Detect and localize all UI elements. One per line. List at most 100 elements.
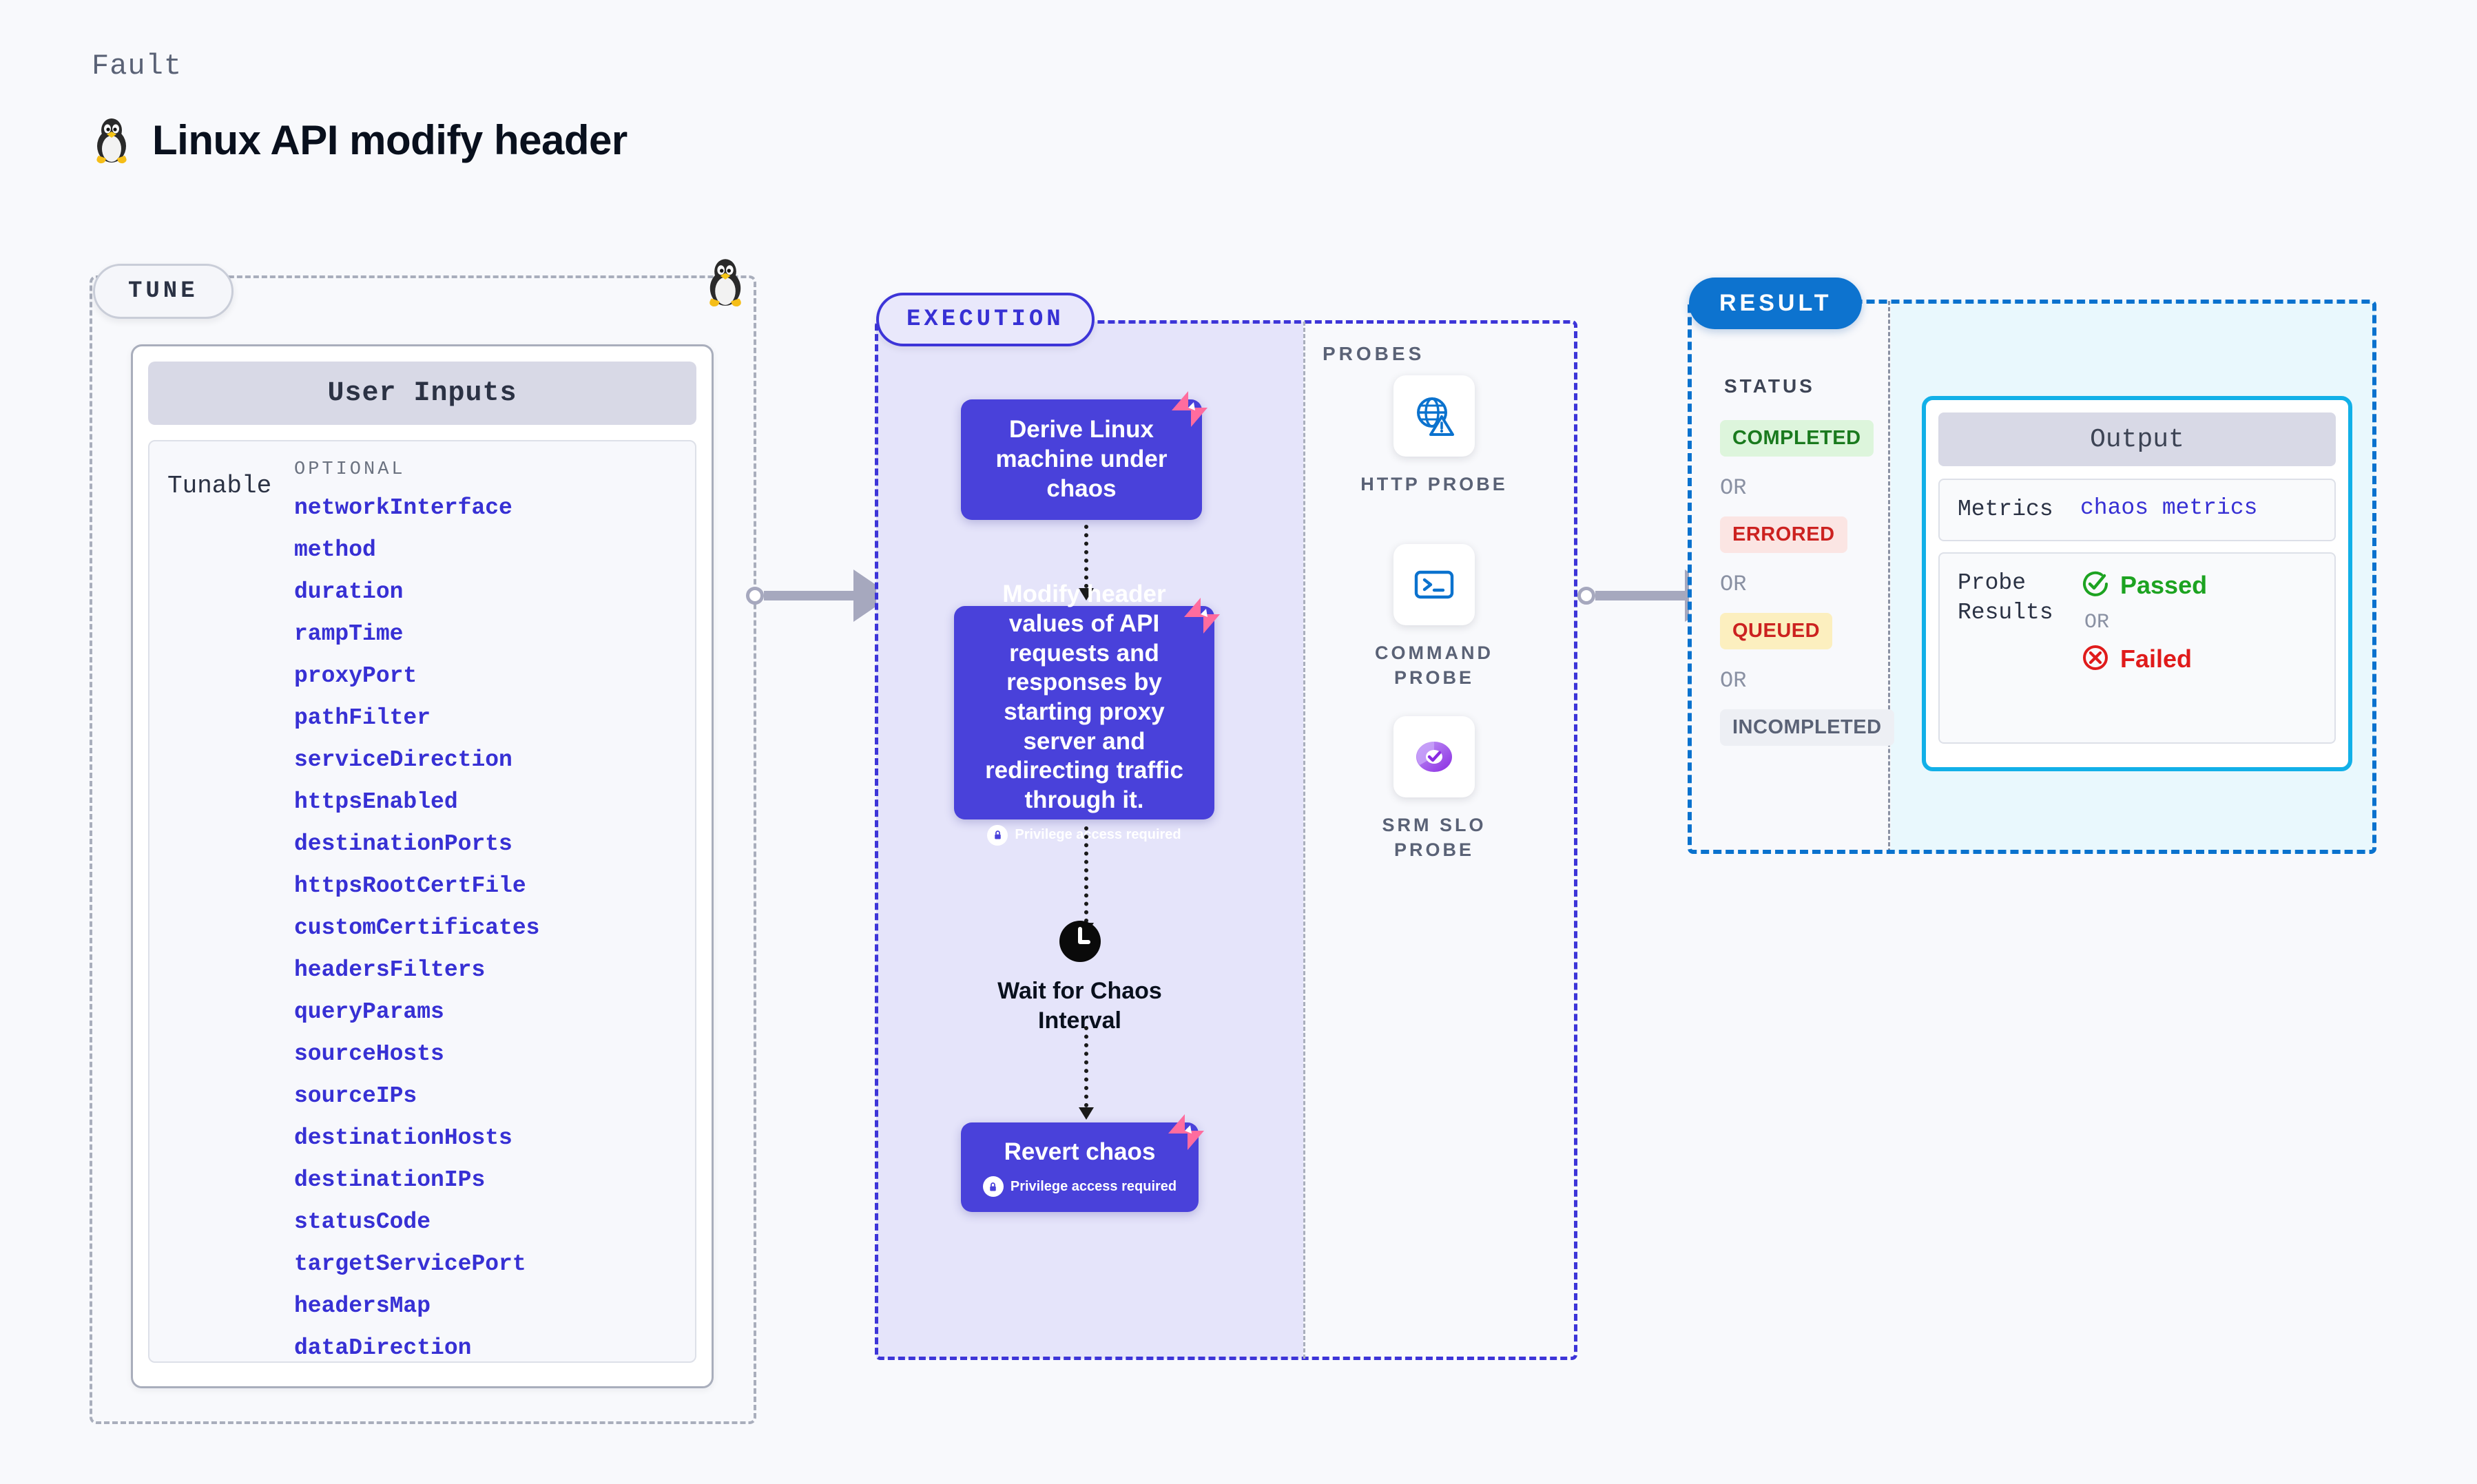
status-badge-errored: ERRORED <box>1720 516 1847 553</box>
flow-arrow-head <box>1079 1107 1094 1120</box>
tunable-item[interactable]: headersFilters <box>294 957 486 983</box>
status-badge-completed: COMPLETED <box>1720 420 1874 457</box>
or-separator: OR <box>1720 572 1747 597</box>
tunable-item[interactable]: dataDirection <box>294 1335 472 1361</box>
tunable-item[interactable]: customCertificates <box>294 915 540 941</box>
terminal-icon <box>1393 544 1475 625</box>
slo-donut-check-icon <box>1393 716 1475 797</box>
optional-label: OPTIONAL <box>294 459 406 480</box>
tunable-item[interactable]: rampTime <box>294 621 404 647</box>
execution-node-modify-header[interactable]: Modify header values of API requests and… <box>954 581 1220 846</box>
tunable-section: Tunable OPTIONAL networkInterface method… <box>148 440 696 1363</box>
result-region <box>1688 300 2376 854</box>
status-badge-incompleted: INCOMPLETED <box>1720 709 1894 746</box>
probe-label: HTTP PROBE <box>1360 474 1508 494</box>
globe-warning-icon <box>1393 375 1475 457</box>
tunable-item[interactable]: httpsRootCertFile <box>294 873 526 899</box>
tunable-item[interactable]: serviceDirection <box>294 747 512 773</box>
privilege-notice-label: Privilege access required <box>1010 1178 1177 1194</box>
page-title: Linux API modify header <box>152 116 628 163</box>
or-separator: OR <box>1720 475 1747 501</box>
probe-result-failed: Failed <box>2080 642 2207 676</box>
tunable-item[interactable]: sourceIPs <box>294 1083 417 1109</box>
result-badge[interactable]: RESULT <box>1689 278 1863 329</box>
output-probe-results-key: Probe Results <box>1958 569 2053 625</box>
tunable-item[interactable]: sourceHosts <box>294 1041 444 1067</box>
execution-node-label: Derive Linux machine under chaos <box>995 416 1168 502</box>
tunable-item[interactable]: duration <box>294 579 404 605</box>
output-probe-results-row: Probe Results Passed OR <box>1938 552 2336 744</box>
flow-arrow-line <box>1084 525 1088 588</box>
probe-result-passed: Passed <box>2080 569 2207 603</box>
tunable-item[interactable]: destinationHosts <box>294 1125 512 1151</box>
clock-icon <box>964 919 1195 967</box>
output-title: Output <box>1938 412 2336 466</box>
wait-for-chaos-interval-step: Wait for Chaos Interval <box>964 919 1195 1035</box>
tunable-item[interactable]: destinationIPs <box>294 1167 486 1193</box>
tunable-item[interactable]: proxyPort <box>294 663 417 689</box>
output-metrics-key: Metrics <box>1958 497 2053 522</box>
execution-node-label: Revert chaos <box>1004 1138 1156 1165</box>
privilege-notice: Privilege access required <box>982 1176 1177 1198</box>
page-kicker: Fault <box>92 50 183 83</box>
tunable-item[interactable]: method <box>294 537 376 563</box>
tunable-item[interactable]: httpsEnabled <box>294 789 458 815</box>
execution-node-revert-chaos[interactable]: Revert chaos Privilege access required <box>961 1114 1204 1212</box>
tunable-item[interactable]: statusCode <box>294 1209 431 1235</box>
execution-region <box>875 320 1577 1360</box>
lock-icon <box>987 824 1008 846</box>
execution-badge[interactable]: EXECUTION <box>876 293 1095 346</box>
probes-title: PROBES <box>1323 343 1425 364</box>
tunable-label: Tunable <box>167 472 272 500</box>
or-separator: OR <box>1720 668 1747 693</box>
x-circle-icon <box>2080 642 2111 676</box>
probe-label: COMMAND PROBE <box>1375 642 1493 689</box>
lock-icon <box>982 1176 1004 1198</box>
chaos-ribbon-icon <box>1180 594 1225 639</box>
probe-results-values: Passed OR Failed <box>2080 569 2207 679</box>
connector-line <box>1595 591 1685 600</box>
tune-region <box>90 275 756 1424</box>
probe-label: SRM SLO PROBE <box>1382 815 1486 861</box>
probe-http[interactable]: HTTP PROBE <box>1355 375 1513 497</box>
tunable-list: OPTIONAL networkInterface method duratio… <box>294 459 695 1361</box>
chaos-ribbon-icon <box>1168 387 1213 432</box>
flow-arrow-head <box>1079 588 1094 600</box>
user-inputs-title: User Inputs <box>148 362 696 425</box>
execution-node-derive[interactable]: Derive Linux machine under chaos <box>961 391 1208 520</box>
probe-srm-slo[interactable]: SRM SLO PROBE <box>1355 716 1513 863</box>
tunable-item[interactable]: destinationPorts <box>294 831 512 857</box>
connector-line <box>764 591 853 600</box>
privilege-notice: Privilege access required <box>987 824 1181 846</box>
probe-result-failed-label: Failed <box>2120 645 2193 673</box>
linux-penguin-icon <box>92 116 132 164</box>
tune-badge[interactable]: TUNE <box>93 264 234 319</box>
status-badge-queued: QUEUED <box>1720 613 1833 649</box>
probe-result-passed-label: Passed <box>2120 571 2208 600</box>
user-inputs-card: User Inputs Tunable OPTIONAL networkInte… <box>131 344 714 1388</box>
output-card: Output Metrics chaos metrics Probe Resul… <box>1922 396 2352 771</box>
wait-step-label: Wait for Chaos Interval <box>997 978 1162 1034</box>
check-circle-icon <box>2080 569 2111 603</box>
output-metrics-value[interactable]: chaos metrics <box>2080 495 2258 521</box>
probes-divider <box>1303 322 1305 1359</box>
flow-arrow <box>1079 525 1094 600</box>
probe-command[interactable]: COMMAND PROBE <box>1355 544 1513 691</box>
tunable-item[interactable]: queryParams <box>294 999 444 1025</box>
flow-arrow <box>1079 1026 1094 1120</box>
page-title-row: Linux API modify header <box>92 116 628 164</box>
linux-penguin-icon <box>704 256 747 311</box>
connector-dot <box>1577 587 1595 605</box>
tunable-item[interactable]: pathFilter <box>294 705 431 731</box>
status-title: STATUS <box>1724 375 1815 397</box>
or-separator: OR <box>2084 610 2110 634</box>
output-metrics-row: Metrics chaos metrics <box>1938 479 2336 541</box>
tunable-item[interactable]: targetServicePort <box>294 1251 526 1277</box>
execution-node-label: Modify header values of API requests and… <box>985 581 1183 814</box>
result-status-column <box>1689 301 1890 853</box>
privilege-notice-label: Privilege access required <box>1015 827 1181 843</box>
flow-arrow-line <box>1084 826 1088 923</box>
tunable-item[interactable]: networkInterface <box>294 495 512 521</box>
tunable-item[interactable]: headersMap <box>294 1293 431 1319</box>
chaos-ribbon-icon <box>1164 1110 1210 1156</box>
